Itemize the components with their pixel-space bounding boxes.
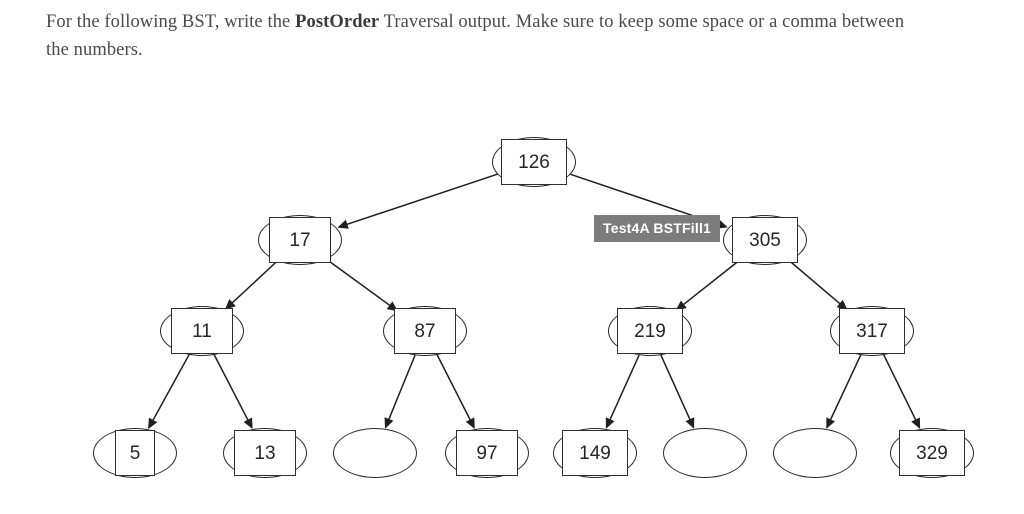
tree-node-empty[interactable] [773,428,857,478]
node-value-text: 11 [192,320,212,342]
node-value-box[interactable]: 126 [501,139,567,185]
node-value-text: 126 [518,151,550,173]
node-value-box[interactable]: 5 [115,430,155,476]
tree-edge [826,354,862,429]
node-ellipse [445,428,529,478]
node-value-box[interactable]: 149 [562,430,628,476]
node-ellipse [830,306,914,356]
node-value-box[interactable]: 13 [234,430,296,476]
node-value-text: 317 [856,320,888,342]
node-ellipse [160,306,244,356]
tree-node-11[interactable]: 11 [160,306,244,356]
node-value-text: 305 [749,229,781,251]
node-ellipse [223,428,307,478]
tree-edge [384,355,416,429]
tree-edge [883,354,921,429]
node-value-text: 329 [916,442,948,464]
tree-edge [326,258,399,312]
node-value-box[interactable]: 11 [171,308,233,354]
tree-node-17[interactable]: 17 [258,215,342,265]
node-ellipse [553,428,637,478]
prompt-text-after: Traversal output. Make sure to keep some… [46,12,905,60]
node-value-box[interactable]: 219 [617,308,683,354]
tree-node-317[interactable]: 317 [830,306,914,356]
tree-edge [675,259,741,311]
tree-edge [337,173,498,229]
node-value-text: 17 [289,229,311,251]
tree-edge [213,354,253,430]
node-ellipse [773,428,857,478]
node-value-text: 97 [476,442,498,464]
node-value-box[interactable]: 329 [899,430,965,476]
node-ellipse [258,215,342,265]
tree-node-126[interactable]: 126 [492,137,576,187]
tree-edge [605,354,640,429]
node-ellipse [492,137,576,187]
node-ellipse [890,428,974,478]
node-value-box[interactable]: 317 [839,308,905,354]
question-prompt: For the following BST, write the PostOrd… [46,8,926,64]
tree-node-149[interactable]: 149 [553,428,637,478]
tree-node-219[interactable]: 219 [608,306,692,356]
node-value-text: 219 [634,320,666,342]
prompt-text-before: For the following BST, write the [46,12,296,32]
node-value-box[interactable]: 97 [456,430,518,476]
node-ellipse [608,306,692,356]
tree-node-305[interactable]: 305 [723,215,807,265]
tree-node-5[interactable]: 5 [93,428,177,478]
tree-node-97[interactable]: 97 [445,428,529,478]
tree-node-87[interactable]: 87 [383,306,467,356]
tree-edge [788,259,848,311]
node-value-text: 149 [579,442,611,464]
node-value-text: 87 [414,320,436,342]
node-ellipse [333,428,417,478]
node-ellipse [723,215,807,265]
node-ellipse [93,428,177,478]
node-ellipse [663,428,747,478]
node-value-box[interactable]: 87 [394,308,456,354]
tooltip-test4a-bstfill1: Test4A BSTFill1 [594,215,721,242]
node-value-box[interactable]: 17 [269,217,331,263]
tree-node-13[interactable]: 13 [223,428,307,478]
node-ellipse [383,306,467,356]
tree-node-empty[interactable] [663,428,747,478]
node-value-box[interactable]: 305 [732,217,798,263]
tree-node-329[interactable]: 329 [890,428,974,478]
tree-edge [436,354,475,429]
node-value-text: 5 [129,442,141,464]
prompt-emphasis-postorder: PostOrder [295,12,380,32]
tree-edge [660,354,695,429]
tree-node-empty[interactable] [333,428,417,478]
tree-edge [224,260,278,310]
node-value-text: 13 [254,442,276,464]
tree-edge [148,354,190,430]
